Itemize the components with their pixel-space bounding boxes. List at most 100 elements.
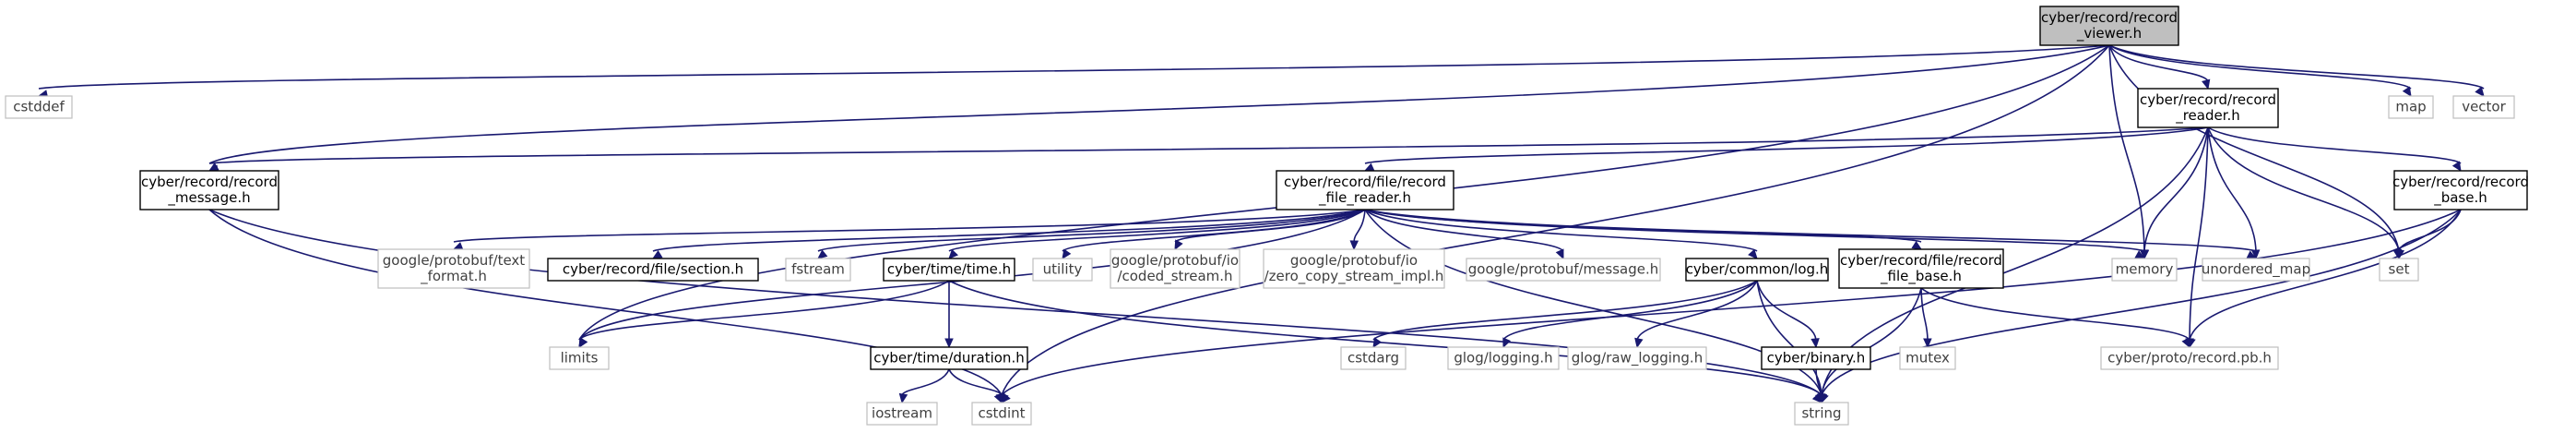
node-label: cyber/binary.h xyxy=(1767,350,1866,367)
node-box xyxy=(1567,346,1707,370)
edge-time-to-duration xyxy=(944,281,954,349)
node-cyber-record-file-record-file-base-h[interactable]: cyber/record/file/record_file_base.h xyxy=(1838,248,2004,289)
edge-filereader-to-coded xyxy=(1174,209,1366,251)
edge-filereader-to-time xyxy=(948,209,1366,259)
node-label: /zero_copy_stream_impl.h xyxy=(1264,268,1444,285)
node-iostream[interactable]: iostream xyxy=(866,402,938,426)
node-box xyxy=(883,258,1015,282)
node-label: cyber/time/time.h xyxy=(887,261,1011,278)
node-cyber-time-duration-h[interactable]: cyber/time/duration.h xyxy=(870,346,1028,370)
edge-filereader-to-textformat xyxy=(452,209,1366,250)
edge-duration-to-cstdint xyxy=(948,368,1005,404)
node-set[interactable]: set xyxy=(2379,258,2419,282)
node-memory[interactable]: memory xyxy=(2111,258,2178,282)
node-label: google/protobuf/message.h xyxy=(1468,261,1659,278)
node-box xyxy=(870,346,1028,370)
node-label: cyber/common/log.h xyxy=(1686,261,1829,278)
node-google-protobuf-text-format-h[interactable]: google/protobuf/text_format.h xyxy=(377,248,530,289)
node-cyber-record-file-record-file-reader-h[interactable]: cyber/record/file/record_file_reader.h xyxy=(1276,170,1454,210)
node-box xyxy=(971,402,1032,426)
node-label: fstream xyxy=(791,261,845,278)
node-box xyxy=(1838,248,2004,289)
edge-filereader-to-section xyxy=(651,209,1366,259)
node-box xyxy=(547,258,759,282)
node-cyber-record-record-message-h[interactable]: cyber/record/record_message.h xyxy=(139,170,279,210)
node-google-protobuf-message-h[interactable]: google/protobuf/message.h xyxy=(1466,258,1661,282)
node-label: cyber/record/file/record xyxy=(1284,174,1446,190)
node-map[interactable]: map xyxy=(2388,95,2434,119)
node-label: google/protobuf/text xyxy=(383,252,526,269)
node-cyber-record-record-reader-h[interactable]: cyber/record/record_reader.h xyxy=(2137,88,2279,128)
node-cyber-time-time-h[interactable]: cyber/time/time.h xyxy=(883,258,1015,282)
node-label: glog/logging.h xyxy=(1454,350,1552,367)
node-cyber-common-log-h[interactable]: cyber/common/log.h xyxy=(1685,258,1829,282)
node-mutex[interactable]: mutex xyxy=(1899,346,1956,370)
edge-filebase-to-string xyxy=(1818,287,1922,404)
node-cstdint[interactable]: cstdint xyxy=(971,402,1032,426)
node-box xyxy=(785,258,851,282)
node-cstddef[interactable]: cstddef xyxy=(5,95,73,119)
edge-log-to-cstdarg xyxy=(1372,280,1758,349)
edge-filebase-to-recordpb xyxy=(1920,287,2190,349)
node-label: cstddef xyxy=(13,99,65,115)
node-vector[interactable]: vector xyxy=(2452,95,2515,119)
node-label: _base.h xyxy=(2433,189,2487,207)
node-box xyxy=(377,248,530,289)
node-box xyxy=(5,95,73,119)
node-label: mutex xyxy=(1905,350,1950,367)
node-cyber-record-record-viewer-h[interactable]: cyber/record/record_viewer.h xyxy=(2039,6,2179,46)
node-box xyxy=(1466,258,1661,282)
nodes-layer: cyber/record/record_viewer.h cyber/record… xyxy=(5,6,2529,426)
node-cyber-record-file-section-h[interactable]: cyber/record/file/section.h xyxy=(547,258,759,282)
node-label: cyber/record/record xyxy=(2392,174,2529,190)
node-glog-logging-h[interactable]: glog/logging.h xyxy=(1447,346,1560,370)
edge-filereader-to-fstream xyxy=(817,209,1366,259)
node-utility[interactable]: utility xyxy=(1032,258,1093,282)
node-box xyxy=(2039,6,2179,46)
node-limits[interactable]: limits xyxy=(549,346,610,370)
edge-viewer-to-cstddef xyxy=(37,44,2110,99)
node-google-protobuf-io-zero-copy-stream-impl-h[interactable]: google/protobuf/io/zero_copy_stream_impl… xyxy=(1263,248,1445,289)
node-string[interactable]: string xyxy=(1794,402,1849,426)
node-box xyxy=(2452,95,2515,119)
node-label: memory xyxy=(2116,261,2174,278)
node-unordered-map[interactable]: unordered_map xyxy=(2202,258,2310,282)
node-label: cyber/record/record xyxy=(2140,91,2276,108)
node-box xyxy=(1276,170,1454,210)
edge-filereader-to-zerocopy xyxy=(1349,209,1366,251)
node-label: cstdarg xyxy=(1347,350,1399,367)
node-box xyxy=(1340,346,1407,370)
edge-filereader-to-umap xyxy=(1364,209,2258,259)
node-google-protobuf-io-coded-stream-h[interactable]: google/protobuf/io/coded_stream.h xyxy=(1110,248,1241,289)
edge-viewer-to-reader xyxy=(2108,44,2211,90)
node-label: _message.h xyxy=(167,189,250,207)
node-box xyxy=(1899,346,1956,370)
node-label: map xyxy=(2395,99,2426,115)
node-box xyxy=(1447,346,1560,370)
edge-viewer-to-message xyxy=(208,44,2110,172)
node-label: unordered_map xyxy=(2202,261,2310,279)
node-box xyxy=(2379,258,2419,282)
node-cyber-record-record-base-h[interactable]: cyber/record/record_base.h xyxy=(2392,170,2529,210)
node-fstream[interactable]: fstream xyxy=(785,258,851,282)
node-box xyxy=(2393,170,2528,210)
node-label: google/protobuf/io xyxy=(1111,252,1239,269)
edge-filereader-to-log xyxy=(1364,209,1758,259)
edge-filebase-to-mutex xyxy=(1920,287,1932,349)
node-box xyxy=(1110,248,1241,289)
node-box xyxy=(1685,258,1829,282)
node-box xyxy=(549,346,610,370)
edge-time-to-limits xyxy=(578,280,950,349)
node-label: limits xyxy=(561,350,599,367)
node-glog-raw-logging-h[interactable]: glog/raw_logging.h xyxy=(1567,346,1707,370)
node-label: _format.h xyxy=(420,268,487,285)
edge-viewer-to-map xyxy=(2108,44,2412,98)
node-cstdarg[interactable]: cstdarg xyxy=(1340,346,1407,370)
edge-filereader-to-pbmessage xyxy=(1364,209,1564,260)
node-cyber-proto-record-pb-h[interactable]: cyber/proto/record.pb.h xyxy=(2100,346,2279,370)
node-box xyxy=(2202,258,2310,282)
node-cyber-binary-h[interactable]: cyber/binary.h xyxy=(1761,346,1871,370)
node-label: utility xyxy=(1043,261,1083,278)
edge-reader-to-base xyxy=(2207,126,2462,173)
